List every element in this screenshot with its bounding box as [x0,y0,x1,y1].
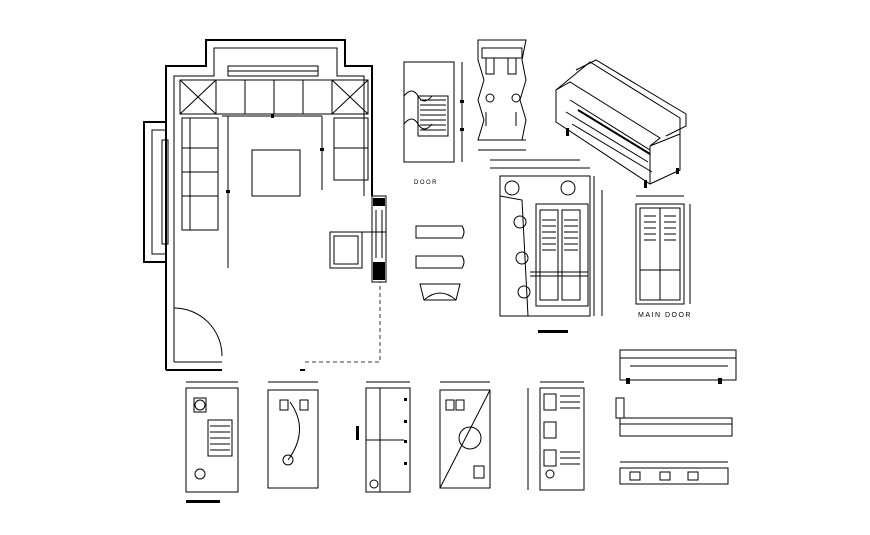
door-elevation-small: DOOR [403,61,464,186]
sofa-3d-view [555,59,687,188]
tall-panel-elevation [477,39,527,151]
elevation-3 [356,381,411,493]
bench-elevations [615,349,737,485]
hardware-details [415,225,465,301]
elevation-2 [267,381,319,489]
elevation-4 [439,381,491,489]
main-door-label: MAIN DOOR [638,312,692,319]
door-label: DOOR [414,180,438,186]
elevation-1 [185,381,239,503]
floor-plan [143,39,387,371]
main-door-elevation [490,159,603,333]
main-door-section: MAIN DOOR [635,195,692,319]
elevation-5 [527,381,585,491]
